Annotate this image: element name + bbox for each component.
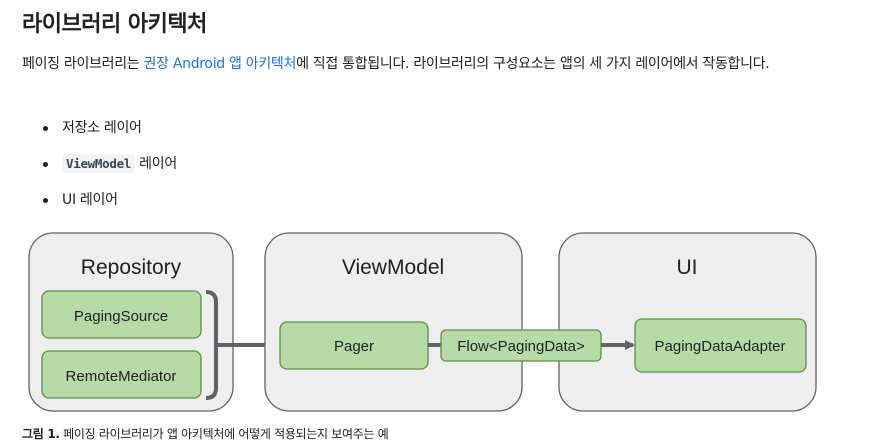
intro-text-before: 페이징 라이브러리는: [22, 56, 144, 72]
list-item-viewmodel-layer: ViewModel 레이어: [38, 152, 177, 188]
paging-data-adapter-node: [634, 318, 807, 373]
flow-label: Flow<PagingData>: [457, 338, 585, 355]
remote-mediator-label: RemoteMediator: [66, 368, 177, 385]
list-item-ui-layer: UI 레이어: [38, 188, 177, 224]
pager-label: Pager: [334, 338, 374, 355]
intro-paragraph: 페이징 라이브러리는 권장 Android 앱 아키텍처에 직접 통합됩니다. …: [22, 52, 862, 76]
layer-label: 저장소 레이어: [62, 120, 142, 136]
caption-label: 그림 1.: [22, 427, 60, 441]
viewmodel-group-title: ViewModel: [342, 256, 444, 279]
list-item-repository-layer: 저장소 레이어: [38, 116, 177, 152]
layer-label: UI 레이어: [62, 192, 118, 208]
paging-source-node: [41, 290, 202, 339]
architecture-guide-link[interactable]: 권장 Android 앱 아키텍처: [143, 56, 297, 72]
repository-group-title: Repository: [81, 256, 182, 279]
architecture-diagram: Repository PagingSource RemoteMediator V…: [28, 232, 817, 412]
remote-mediator-node: [41, 350, 202, 399]
viewmodel-code: ViewModel: [62, 154, 136, 173]
ui-group-title: UI: [677, 256, 698, 279]
page-title: 라이브러리 아키텍처: [22, 12, 207, 37]
repository-bracket: [205, 290, 218, 400]
layer-list: 저장소 레이어 ViewModel 레이어 UI 레이어: [38, 116, 177, 224]
caption-text: 페이징 라이브러리가 앱 아키텍처에 어떻게 적용되는지 보여주는 예: [59, 427, 389, 441]
intro-text-after: 에 직접 통합됩니다. 라이브러리의 구성요소는 앱의 세 가지 레이어에서 작…: [296, 56, 770, 72]
paging-data-adapter-label: PagingDataAdapter: [655, 338, 786, 355]
figure-caption: 그림 1. 페이징 라이브러리가 앱 아키텍처에 어떻게 적용되는지 보여주는 …: [22, 425, 389, 442]
paging-source-label: PagingSource: [74, 308, 168, 325]
layer-label: 레이어: [135, 156, 177, 172]
